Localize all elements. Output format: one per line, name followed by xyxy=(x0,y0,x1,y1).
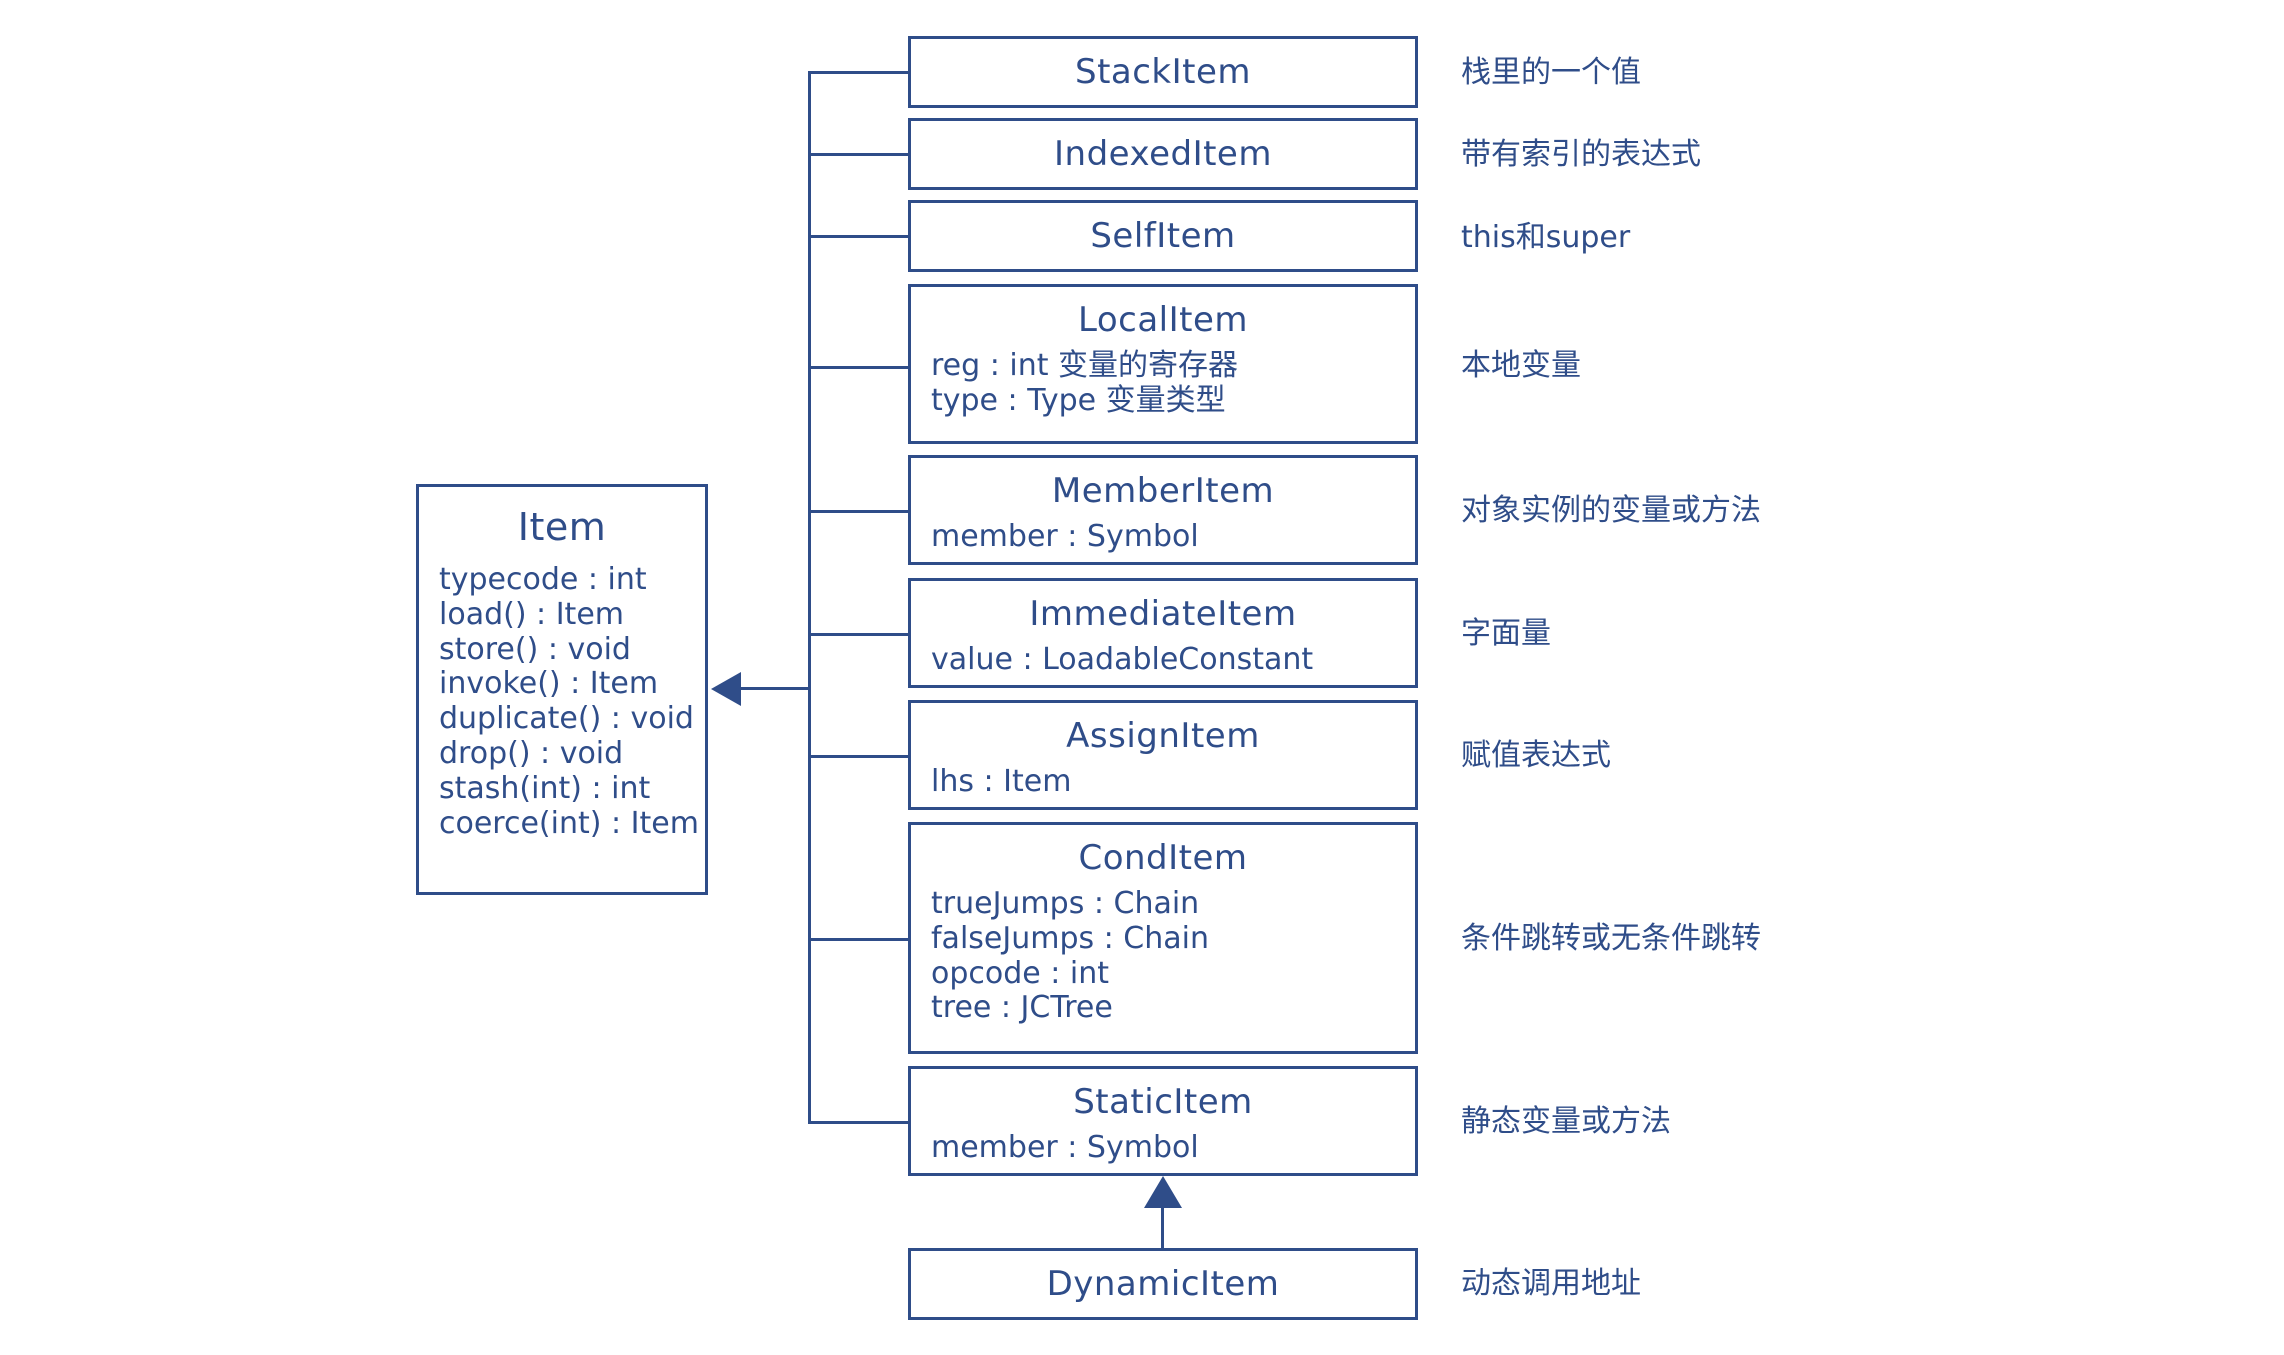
class-box-selfitem[interactable]: SelfItem xyxy=(908,200,1418,272)
class-title-indexeditem: IndexedItem xyxy=(1054,134,1272,174)
class-title-conditem: CondItem xyxy=(1078,838,1248,878)
class-title-staticitem: StaticItem xyxy=(1073,1082,1253,1122)
class-member: member : Symbol xyxy=(931,1130,1199,1165)
class-box-item[interactable]: Item typecode : int load() : Item store(… xyxy=(416,484,708,895)
generalization-branch-memberitem xyxy=(808,510,910,513)
class-title-selfitem: SelfItem xyxy=(1090,216,1236,256)
annotation-dynamicitem: 动态调用地址 xyxy=(1461,1266,1641,1301)
class-title-item: Item xyxy=(517,505,607,549)
class-box-staticitem[interactable]: StaticItem member : Symbol xyxy=(908,1066,1418,1176)
class-title-assignitem: AssignItem xyxy=(1066,716,1260,756)
class-members-memberitem: member : Symbol xyxy=(911,519,1415,555)
class-member: duplicate() : void xyxy=(439,701,694,737)
generalization-arrowhead-staticitem xyxy=(1144,1176,1182,1208)
class-box-localitem[interactable]: LocalItem reg : int 变量的寄存器 type : Type 变… xyxy=(908,284,1418,444)
annotation-localitem: 本地变量 xyxy=(1461,348,1581,383)
annotation-assignitem: 赋值表达式 xyxy=(1461,738,1611,773)
annotation-memberitem: 对象实例的变量或方法 xyxy=(1461,493,1761,528)
annotation-immediateitem: 字面量 xyxy=(1461,616,1551,651)
annotation-stackitem: 栈里的一个值 xyxy=(1461,55,1641,90)
class-box-memberitem[interactable]: MemberItem member : Symbol xyxy=(908,455,1418,565)
class-member: reg : int 变量的寄存器 xyxy=(931,348,1239,383)
class-member: type : Type 变量类型 xyxy=(931,382,1226,418)
generalization-branch-staticitem xyxy=(808,1121,910,1124)
class-members-staticitem: member : Symbol xyxy=(911,1130,1415,1166)
annotation-conditem: 条件跳转或无条件跳转 xyxy=(1461,921,1761,956)
class-member: invoke() : Item xyxy=(439,666,659,702)
class-members-immediateitem: value : LoadableConstant xyxy=(911,642,1415,678)
class-member: coerce(int) : Item xyxy=(439,805,699,841)
class-box-immediateitem[interactable]: ImmediateItem value : LoadableConstant xyxy=(908,578,1418,688)
class-members-assignitem: lhs : Item xyxy=(911,764,1415,800)
class-title-stackitem: StackItem xyxy=(1074,52,1252,92)
class-title-immediateitem: ImmediateItem xyxy=(1029,594,1297,634)
generalization-branch-indexeditem xyxy=(808,153,910,156)
generalization-edge-dynamicitem xyxy=(1161,1208,1164,1250)
class-member: member : Symbol xyxy=(931,519,1199,554)
class-member: trueJumps : Chain xyxy=(931,886,1200,921)
class-member: lhs : Item xyxy=(931,764,1072,799)
class-box-stackitem[interactable]: StackItem xyxy=(908,36,1418,108)
class-box-dynamicitem[interactable]: DynamicItem xyxy=(908,1248,1418,1320)
class-member: falseJumps : Chain xyxy=(931,920,1209,956)
generalization-branch-immediateitem xyxy=(808,633,910,636)
class-members-item: typecode : int load() : Item store() : v… xyxy=(419,562,705,841)
class-box-indexeditem[interactable]: IndexedItem xyxy=(908,118,1418,190)
generalization-branch-stackitem xyxy=(808,71,910,74)
class-member: stash(int) : int xyxy=(439,770,651,806)
class-box-assignitem[interactable]: AssignItem lhs : Item xyxy=(908,700,1418,810)
class-member: load() : Item xyxy=(439,596,624,632)
class-member: drop() : void xyxy=(439,735,624,771)
annotation-indexeditem: 带有索引的表达式 xyxy=(1461,137,1701,172)
class-member: tree : JCTree xyxy=(931,990,1113,1026)
class-title-dynamicitem: DynamicItem xyxy=(1046,1264,1280,1304)
annotation-staticitem: 静态变量或方法 xyxy=(1461,1104,1671,1139)
generalization-trunk xyxy=(808,73,811,1123)
class-member: value : LoadableConstant xyxy=(931,642,1314,677)
class-member: typecode : int xyxy=(439,562,647,597)
class-box-conditem[interactable]: CondItem trueJumps : Chain falseJumps : … xyxy=(908,822,1418,1054)
class-members-localitem: reg : int 变量的寄存器 type : Type 变量类型 xyxy=(911,348,1415,419)
class-member: store() : void xyxy=(439,631,631,667)
class-title-localitem: LocalItem xyxy=(1077,300,1249,340)
generalization-arrowhead-item xyxy=(711,672,741,706)
class-members-conditem: trueJumps : Chain falseJumps : Chain opc… xyxy=(911,886,1415,1026)
generalization-edge-stub xyxy=(741,687,811,690)
generalization-branch-selfitem xyxy=(808,235,910,238)
generalization-branch-assignitem xyxy=(808,755,910,758)
annotation-selfitem: this和super xyxy=(1461,220,1631,255)
class-title-memberitem: MemberItem xyxy=(1051,471,1275,511)
generalization-branch-localitem xyxy=(808,366,910,369)
generalization-branch-conditem xyxy=(808,938,910,941)
class-member: opcode : int xyxy=(931,955,1110,991)
